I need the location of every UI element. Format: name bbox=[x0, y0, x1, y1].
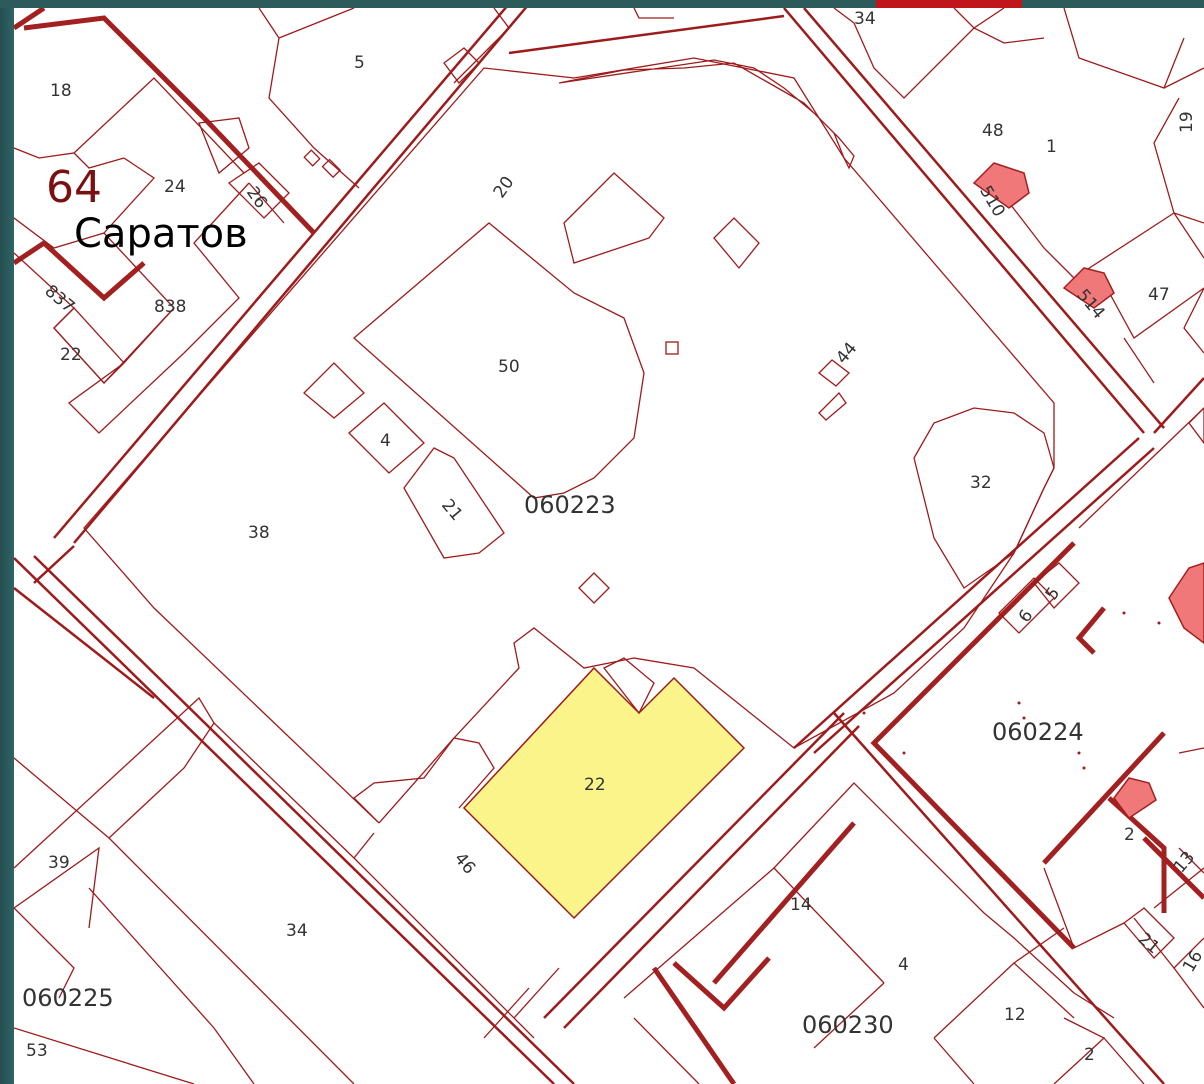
cadastral-map[interactable]: 060223 060224 060225 060230 5 34 18 24 2… bbox=[14, 8, 1204, 1084]
buildings-red bbox=[972, 162, 1204, 820]
block-060230-parcels bbox=[623, 782, 1145, 1084]
parcel-label: 19 bbox=[1177, 111, 1197, 133]
frame-left-border bbox=[0, 0, 14, 1084]
parcel-label: 4 bbox=[380, 431, 391, 451]
road-lines bbox=[14, 8, 1204, 1084]
parcel-label: 50 bbox=[498, 357, 520, 377]
parcel-label: 12 bbox=[1004, 1005, 1026, 1025]
parcel-label: 2 bbox=[1084, 1045, 1095, 1065]
parcel-label: 48 bbox=[982, 121, 1004, 141]
parcel-label: 5 bbox=[354, 53, 365, 73]
parcels-upper-right bbox=[633, 8, 1204, 445]
parcel-label: 46 bbox=[450, 849, 479, 878]
parcel-label: 14 bbox=[790, 895, 812, 915]
parcel-label: 2 bbox=[1124, 825, 1135, 845]
point-markers bbox=[862, 611, 1161, 770]
highlighted-parcel[interactable] bbox=[462, 666, 746, 920]
parcel-label: 837 bbox=[41, 281, 79, 317]
parcel-label: 34 bbox=[286, 921, 308, 941]
thick-boundaries bbox=[14, 8, 1204, 1084]
parcel-label: 34 bbox=[854, 9, 876, 29]
parcel-label: 13 bbox=[1170, 848, 1199, 877]
parcel-label: 16 bbox=[1179, 947, 1204, 976]
parcel-label: 18 bbox=[50, 81, 72, 101]
parcels-lower-left bbox=[14, 696, 560, 1084]
region-number: 64 bbox=[46, 162, 102, 213]
block-number-060224: 060224 bbox=[992, 718, 1084, 746]
parcel-label: 838 bbox=[154, 297, 186, 317]
parcel-label: 26 bbox=[242, 183, 271, 212]
block-060223-parcels bbox=[83, 57, 1055, 824]
block-number-060225: 060225 bbox=[22, 984, 114, 1012]
top-accent-bar bbox=[876, 0, 1022, 8]
parcel-label: 47 bbox=[1148, 285, 1170, 305]
block-number-060230: 060230 bbox=[802, 1011, 894, 1039]
parcel-label: 38 bbox=[248, 523, 270, 543]
block-060224-parcels bbox=[998, 407, 1204, 1009]
parcel-label: 32 bbox=[970, 473, 992, 493]
city-name-label: Саратов bbox=[74, 211, 248, 257]
parcel-label: 6 bbox=[1015, 606, 1038, 626]
parcel-label: 53 bbox=[26, 1041, 48, 1061]
parcel-label: 22 bbox=[60, 345, 82, 365]
parcel-label: 39 bbox=[48, 853, 70, 873]
parcel-label: 21 bbox=[437, 495, 466, 524]
parcel-label: 1 bbox=[1046, 137, 1057, 157]
frame-top-border bbox=[0, 0, 1204, 8]
parcel-label: 4 bbox=[898, 955, 909, 975]
parcels-upper-left bbox=[14, 8, 510, 434]
block-number-060223: 060223 bbox=[524, 491, 616, 519]
parcel-label: 20 bbox=[490, 173, 519, 202]
parcel-label: 22 bbox=[584, 775, 606, 795]
parcel-label: 24 bbox=[164, 177, 186, 197]
